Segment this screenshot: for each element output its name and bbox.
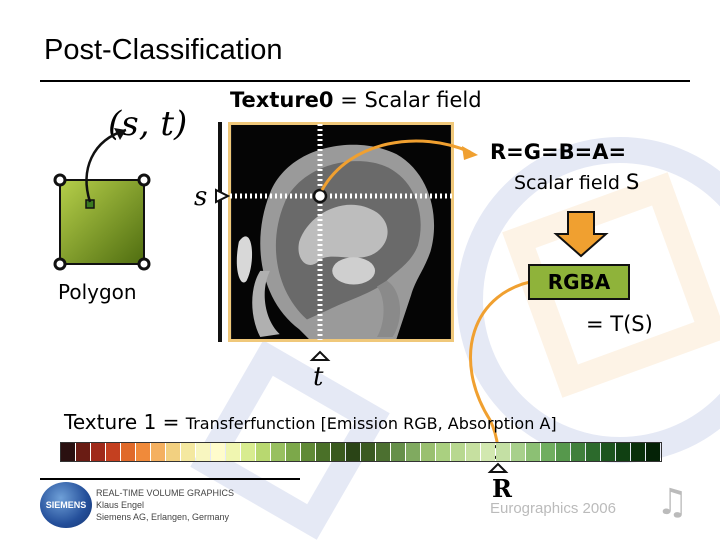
colormap-cell <box>391 443 405 461</box>
colormap-cell <box>256 443 270 461</box>
scalar-symbol: S <box>625 170 640 194</box>
colormap-cell <box>181 443 195 461</box>
colormap-cell <box>166 443 180 461</box>
sample-location-icon <box>312 188 328 204</box>
colormap-cell <box>136 443 150 461</box>
t-marker-icon <box>309 350 331 361</box>
colormap-cell <box>526 443 540 461</box>
colormap-cell <box>61 443 75 461</box>
lookup-arrow-bottom <box>469 278 541 449</box>
texture1-head: Texture 1 = <box>64 410 186 434</box>
colormap-cell <box>586 443 600 461</box>
colormap-cell <box>601 443 615 461</box>
colormap-cell <box>436 443 450 461</box>
colormap-cell <box>211 443 225 461</box>
footer-line-1: REAL-TIME VOLUME GRAPHICS <box>96 488 235 498</box>
footer-line-3: Siemens AG, Erlangen, Germany <box>96 512 230 522</box>
footer-rule <box>40 478 300 480</box>
colormap-cell <box>631 443 645 461</box>
t-coordinate-label: t <box>313 362 324 392</box>
polygon-label: Polygon <box>58 280 137 304</box>
colormap-cell <box>301 443 315 461</box>
colormap-cell <box>151 443 165 461</box>
colormap-cell <box>571 443 585 461</box>
colormap-cell <box>226 443 240 461</box>
scalar-field-text: Scalar field <box>514 172 620 194</box>
colormap-cell <box>241 443 255 461</box>
colormap-cell <box>616 443 630 461</box>
conference-label: Eurographics 2006 <box>490 500 616 517</box>
texture1-rest: Transferfunction [Emission RGB, Absorpti… <box>185 414 557 433</box>
colormap-cell <box>361 443 375 461</box>
curved-arrow <box>85 128 127 203</box>
colormap-cell <box>421 443 435 461</box>
scalar-field-label: Scalar field S <box>514 170 639 194</box>
colormap-cell <box>331 443 345 461</box>
colormap-cell <box>496 443 510 461</box>
colormap-cell <box>556 443 570 461</box>
arrow-head-icon <box>114 128 126 140</box>
polygon-vertex-icon <box>53 257 67 271</box>
image-left-shadow <box>218 122 222 342</box>
colormap-cell <box>541 443 555 461</box>
r-marker-icon <box>487 462 509 473</box>
colormap-cell <box>106 443 120 461</box>
colormap-cell <box>466 443 480 461</box>
polygon-diagram <box>53 128 151 271</box>
colormap-cell <box>91 443 105 461</box>
slide-title: Post-Classification <box>44 34 283 66</box>
rgba-box: RGBA <box>528 264 630 300</box>
colormap-cell <box>376 443 390 461</box>
mri-head-image <box>228 122 454 342</box>
s-coordinate-label: s <box>194 182 208 212</box>
colormap-cell <box>406 443 420 461</box>
colormap-cell <box>451 443 465 461</box>
colormap-cell <box>196 443 210 461</box>
texture0-caption: Texture0 = Scalar field <box>230 88 482 112</box>
colormap-cell <box>481 443 495 461</box>
colormap-cell <box>76 443 90 461</box>
footer-line-2: Klaus Engel <box>96 500 145 510</box>
colormap-cell <box>271 443 285 461</box>
texture0-bold: Texture0 <box>230 88 334 112</box>
siemens-logo-icon: SIEMENS <box>40 482 92 528</box>
lookup-arrow-top <box>320 139 471 191</box>
r-label: R <box>492 474 512 503</box>
colormap-cell <box>511 443 525 461</box>
down-arrow-icon <box>553 211 609 258</box>
arrow-head-icon <box>462 146 478 160</box>
colormap-cell <box>316 443 330 461</box>
texture1-caption: Texture 1 = Transferfunction [Emission R… <box>64 410 557 434</box>
colormap-cell <box>121 443 135 461</box>
title-underline <box>40 80 690 82</box>
music-note-icon: ♫ <box>656 482 689 523</box>
polygon-vertex-icon <box>53 173 67 187</box>
colormap-cell <box>346 443 360 461</box>
polygon-vertex-icon <box>137 173 151 187</box>
colormap-cell <box>646 443 660 461</box>
texture0-rest: = Scalar field <box>333 88 482 112</box>
rgba-equation: R=G=B=A= <box>490 140 627 164</box>
transfer-function-colorbar <box>60 442 662 462</box>
polygon-vertex-icon <box>137 257 151 271</box>
transfer-result: = T(S) <box>586 312 653 336</box>
polygon-shape <box>59 179 145 265</box>
colormap-cell <box>286 443 300 461</box>
s-marker-icon <box>215 188 231 204</box>
